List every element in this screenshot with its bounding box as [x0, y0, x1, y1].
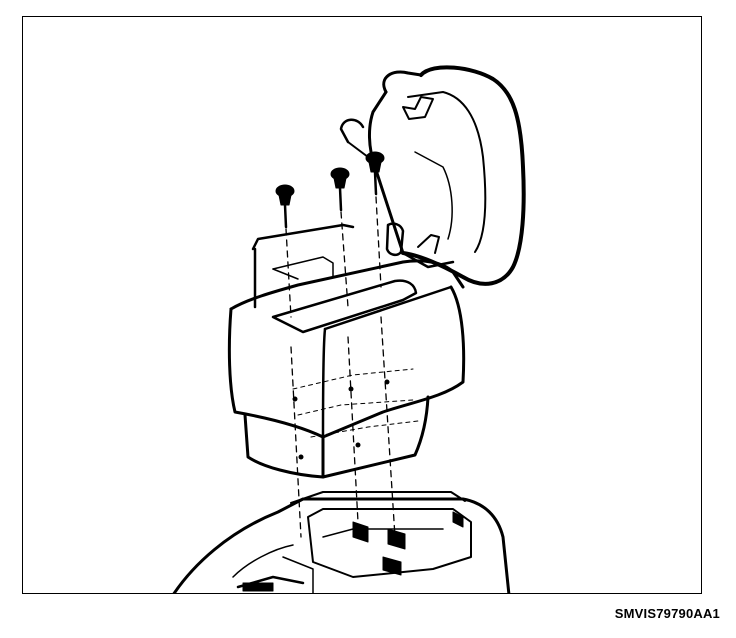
diagram-frame	[22, 16, 702, 594]
screw-middle	[330, 167, 350, 212]
armrest-box	[227, 223, 466, 479]
alignment-dots	[292, 379, 390, 460]
screw-right	[365, 151, 385, 196]
figure-code: SMVIS79790AA1	[614, 606, 720, 621]
armrest-lid	[339, 65, 526, 286]
alignment-lines	[285, 196, 396, 538]
console-base	[172, 491, 511, 593]
screw-left	[275, 184, 295, 229]
armrest-exploded-illustration	[172, 65, 526, 593]
